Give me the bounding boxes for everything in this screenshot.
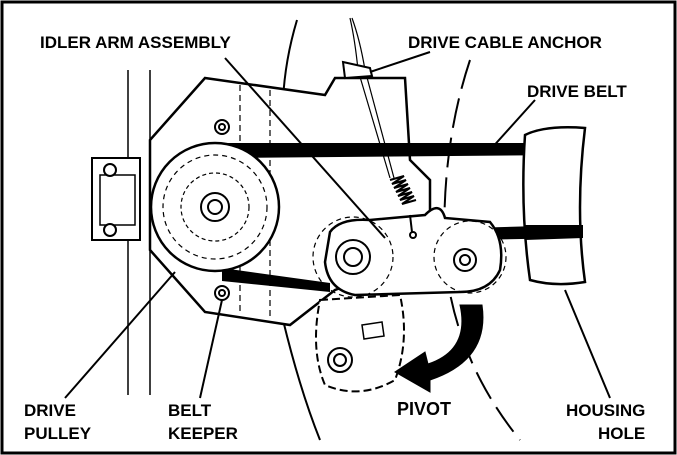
label-drive-pulley-line1: DRIVE <box>24 401 76 420</box>
drive-pulley <box>149 141 281 273</box>
pivot-bracket <box>315 293 405 393</box>
tension-spring <box>389 175 417 239</box>
housing-hole <box>522 126 587 286</box>
plate-bolts <box>214 119 230 301</box>
label-housing-hole-line2: HOLE <box>598 424 645 443</box>
label-housing-hole-line1: HOUSING <box>566 401 645 420</box>
label-pivot: PIVOT <box>397 399 451 419</box>
label-drive-pulley-line2: PULLEY <box>24 424 92 443</box>
label-drive-belt: DRIVE BELT <box>527 82 627 101</box>
mount-bracket <box>91 157 141 241</box>
label-drive-cable-anchor: DRIVE CABLE ANCHOR <box>408 33 602 52</box>
drive-cable <box>341 17 395 179</box>
leader-lines <box>64 51 611 399</box>
label-belt-keeper-line2: KEEPER <box>168 424 238 443</box>
label-belt-keeper-line1: BELT <box>168 401 212 420</box>
label-idler-arm-assembly: IDLER ARM ASSEMBLY <box>40 33 231 52</box>
curved-arrow-icon <box>394 304 484 393</box>
idler-pulley <box>312 216 507 298</box>
belt-through-hole <box>525 225 583 240</box>
